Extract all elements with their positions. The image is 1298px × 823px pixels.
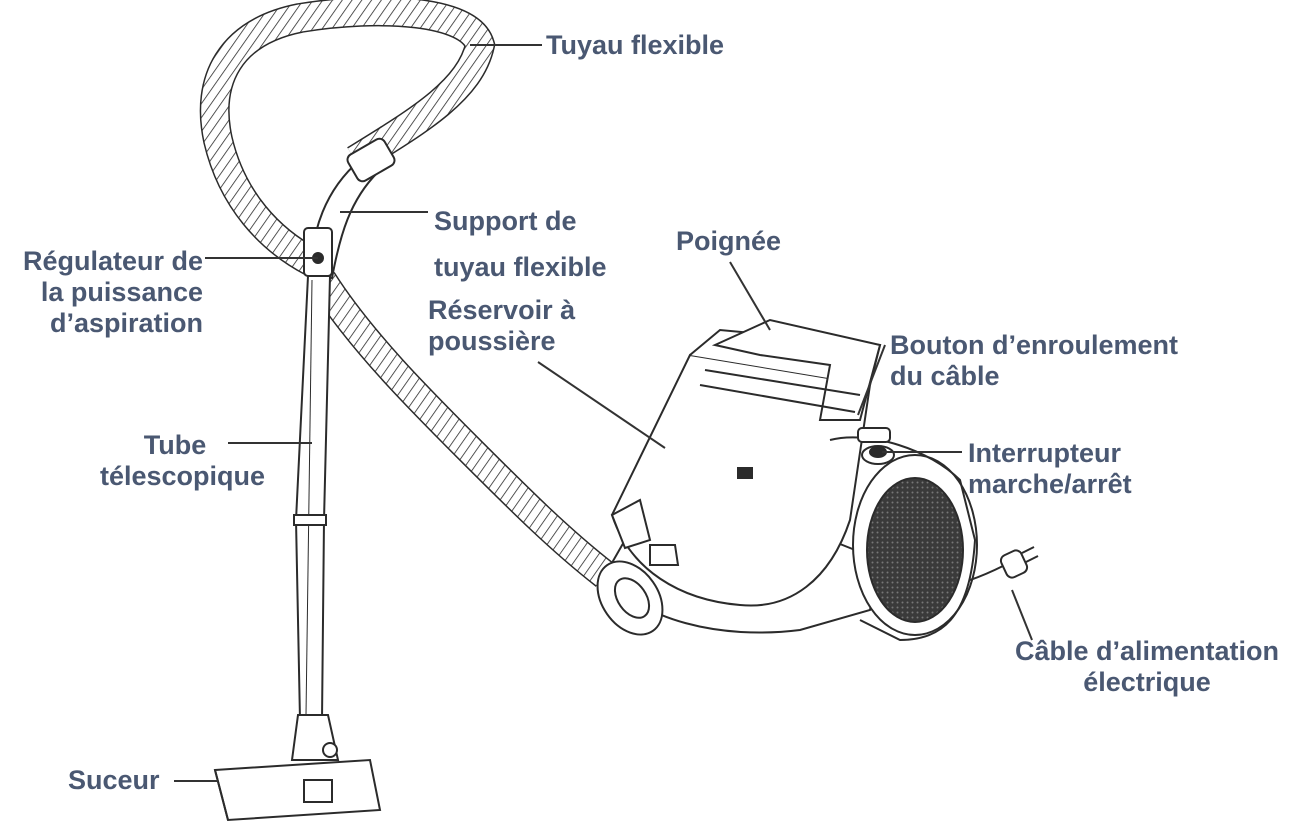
leader-cable — [1011, 589, 1033, 641]
label-suceur: Suceur — [68, 765, 160, 796]
label-poignee: Poignée — [676, 226, 781, 257]
label-regulateur: Régulateur de la puissance d’aspiration — [8, 246, 203, 339]
label-support-tuyau: Support de tuyau flexible — [434, 198, 607, 290]
canister-body — [596, 318, 978, 642]
leader-lines — [174, 44, 1033, 782]
label-tube-line1: Tube — [143, 430, 207, 460]
label-tube-line2: télescopique — [100, 461, 266, 491]
label-bouton-enroulement: Bouton d’enroulement du câble — [890, 330, 1178, 392]
label-cable-line1: Câble d’alimentation — [1014, 636, 1280, 666]
label-reservoir-line2: poussière — [428, 326, 556, 356]
label-tuyau-flexible-text: Tuyau flexible — [546, 30, 725, 60]
leader-bouton — [857, 344, 886, 416]
label-regulateur-line3: d’aspiration — [49, 308, 203, 338]
hose-handle — [303, 137, 396, 280]
telescopic-tube — [293, 275, 332, 721]
label-regulateur-line2: la puissance — [40, 277, 203, 307]
label-tuyau-flexible: Tuyau flexible — [546, 30, 724, 61]
leader-reservoir — [537, 361, 666, 449]
label-support-line2: tuyau flexible — [434, 252, 607, 282]
label-regulateur-line1: Régulateur de — [22, 246, 203, 276]
label-interrupteur-line1: Interrupteur — [968, 438, 1122, 468]
power-cable — [969, 546, 1039, 581]
label-reservoir-line1: Réservoir à — [428, 295, 576, 325]
label-reservoir: Réservoir à poussière — [428, 295, 575, 357]
label-bouton-line2: du câble — [890, 361, 1000, 391]
flexible-hose — [199, 0, 615, 587]
label-tube-telescopique: Tube télescopique — [100, 430, 266, 492]
leader-poignee — [729, 261, 771, 331]
label-suceur-text: Suceur — [68, 765, 160, 795]
label-cable-alimentation: Câble d’alimentation électrique — [1002, 636, 1292, 698]
label-bouton-line1: Bouton d’enroulement — [890, 330, 1178, 360]
label-support-line1: Support de — [434, 206, 577, 236]
label-cable-line2: électrique — [1083, 667, 1211, 697]
label-interrupteur: Interrupteur marche/arrêt — [968, 438, 1132, 500]
label-poignee-text: Poignée — [676, 226, 782, 256]
label-interrupteur-line2: marche/arrêt — [968, 469, 1132, 499]
floor-nozzle — [213, 714, 382, 822]
